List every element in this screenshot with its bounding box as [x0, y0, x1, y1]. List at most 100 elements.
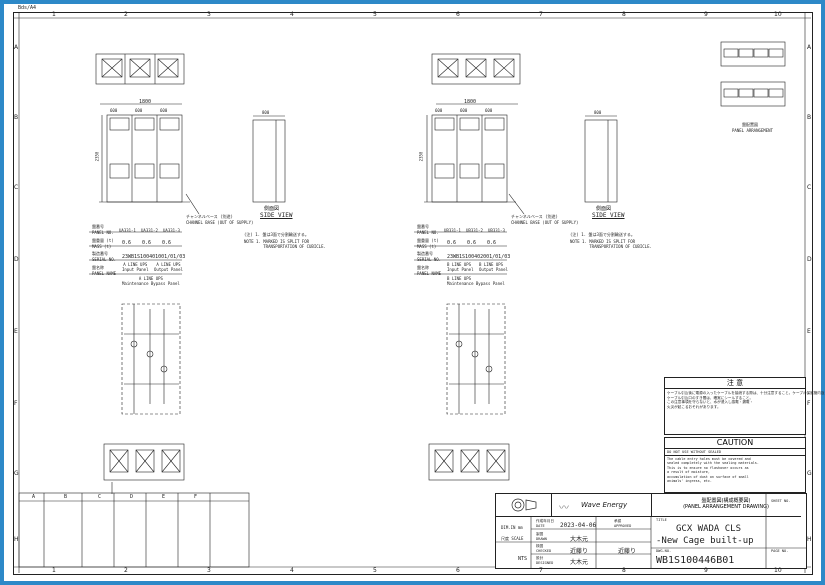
row-letter-left: G [14, 470, 19, 477]
row-letter-right: F [807, 400, 811, 407]
right-dim-total: 1800 [464, 99, 477, 105]
sheet-border [13, 12, 813, 575]
left-serial-label: 製造番号 SERIAL NO. [92, 251, 117, 262]
title-jp: 盤配置図(構成概要図) [701, 498, 751, 504]
left-note-en: NOTE 1. MARKED IS SPLIT FOR TRANSPORTATI… [244, 239, 326, 249]
drawing-sheet: Bds/A4 [4, 4, 825, 581]
column-number-bot: 4 [290, 567, 294, 574]
drawing-lines [13, 12, 811, 573]
left-name-2: A LINE UPS Output Panel [154, 262, 183, 272]
column-number-top: 10 [774, 11, 782, 18]
right-dim-part-2: 600 [460, 108, 468, 113]
right-mass-3: 0.6 [487, 240, 497, 246]
column-number-top: 5 [373, 11, 377, 18]
approved-label: 承認 APPROVED [614, 519, 632, 528]
row-letter-left: C [14, 184, 19, 191]
row-letter-left: B [14, 114, 19, 121]
drawn-value: 大木元 [570, 536, 589, 543]
caution-jp-box: 注 意 ケーブル引込後に電源の入ったケーブルを接続する際は、十分注意すること。ケ… [664, 377, 825, 435]
right-name-label: 盤名称 PANEL NAME [417, 265, 442, 276]
scale-label: 尺度 SCALE [501, 536, 524, 541]
column-number-bot: 3 [207, 567, 211, 574]
company-logo-cell: 〰 Wave Energy [551, 494, 652, 517]
revision-column-letter: A [32, 494, 36, 500]
column-number-top: 8 [622, 11, 626, 18]
right-bypass: B LINE UPS Maintenance Bypass Panel [447, 276, 505, 286]
row-letter-right: E [807, 328, 811, 335]
project-subtitle: -New Cage built-up [656, 536, 754, 546]
left-side-depth: 800 [262, 110, 270, 115]
row-letter-left: E [14, 328, 18, 335]
left-panel-1: UA331-1 [119, 228, 136, 233]
column-number-top: 4 [290, 11, 294, 18]
caution-en-title: CAUTION [665, 438, 805, 449]
right-mass-1: 0.6 [447, 240, 457, 246]
right-serial-label: 製造番号 SERIAL NO. [417, 251, 442, 262]
column-number-bot: 8 [622, 567, 626, 574]
sheet-size-label: Bds/A4 [18, 5, 37, 11]
right-side-view-jp: 側面図 [596, 206, 612, 212]
designed-label: 設計 DESIGNED [536, 556, 554, 565]
column-number-top: 1 [52, 11, 56, 18]
left-bypass: A LINE UPS Maintenance Bypass Panel [122, 276, 180, 286]
revision-column-letter: C [98, 494, 102, 500]
row-letter-left: D [14, 256, 19, 263]
row-letter-right: A [807, 44, 812, 51]
row-letter-left: A [14, 44, 19, 51]
caution-en-text: The cable entry holes must be covered an… [667, 457, 759, 484]
left-mass-3: 0.6 [162, 240, 172, 246]
checked-label: 検図 CHECKED [536, 544, 552, 553]
left-mass-2: 0.6 [142, 240, 152, 246]
projection-symbol [496, 494, 552, 517]
dim-label: DIM.IN mm [501, 525, 523, 530]
right-panel-1: UB331-1 [444, 228, 461, 233]
left-note-jp: (注) 1. 盤は3面で分割輸送する。 [244, 232, 309, 237]
column-number-top: 9 [704, 11, 708, 18]
column-number-top: 3 [207, 11, 211, 18]
left-side-view-en: SIDE VIEW [260, 212, 293, 219]
right-note-jp: (注) 1. 盤は3面で分割輸送する。 [570, 232, 635, 237]
row-letter-right: H [807, 536, 812, 543]
left-name-1: A LINE UPS Input Panel [122, 262, 149, 272]
column-number-bot: 9 [704, 567, 708, 574]
left-serial: 23WB1S100401001/01/03 [122, 254, 186, 260]
approved-value: 近藤り [618, 548, 637, 555]
revision-column-letter: E [162, 494, 166, 500]
arrangement-title-jp: 盤配置図 [742, 122, 758, 127]
left-dim-part-3: 600 [160, 108, 168, 113]
dwg-no-label: DWG.NO. [656, 549, 672, 553]
column-number-top: 6 [456, 11, 460, 18]
column-number-bot: 5 [373, 567, 377, 574]
company-name: Wave Energy [581, 501, 628, 509]
title-block: 〰 Wave Energy 盤配置図(構成概要図) (PANEL ARRANGE… [495, 493, 807, 569]
page-no-label: PAGE NO. [771, 549, 789, 553]
right-note-en: NOTE 1. MARKED IS SPLIT FOR TRANSPORTATI… [570, 239, 652, 249]
left-name-label: 盤名称 PANEL NAME [92, 265, 117, 276]
left-channel-base: チャンネルベース (別途) CHANNEL BASE (OUT OF SUPPL… [186, 214, 254, 225]
revision-column-letter: D [130, 494, 134, 500]
row-letter-left: H [14, 536, 19, 543]
column-number-top: 2 [124, 11, 128, 18]
right-dim-part-1: 600 [435, 108, 443, 113]
revision-column-letter: B [64, 494, 68, 500]
column-number-bot: 2 [124, 567, 128, 574]
title-en: (PANEL ARRANGEMENT DRAWING) [683, 504, 769, 510]
right-panel-2: UB331-2 [466, 228, 483, 233]
title-block-grid [496, 494, 806, 568]
wave-logo-icon: 〰 [559, 503, 569, 514]
caution-en-subtitle: DO NOT USE WITHOUT SEALED [665, 449, 805, 456]
caution-en-box: CAUTION DO NOT USE WITHOUT SEALED The ca… [664, 437, 806, 493]
left-dim-part-2: 600 [135, 108, 143, 113]
column-number-bot: 10 [774, 567, 782, 574]
row-letter-right: G [807, 470, 812, 477]
revision-column-letter: F [194, 494, 198, 500]
date-label: 作成年月日 DATE [536, 519, 554, 528]
date-value: 2023-04-06 [560, 522, 597, 529]
column-number-bot: 6 [456, 567, 460, 574]
drawn-label: 製図 DRAWN [536, 532, 547, 541]
right-panel-3: UB331-3 [488, 228, 505, 233]
right-serial: 23WB1S100402001/01/03 [447, 254, 511, 260]
arrangement-title-en: PANEL ARRANGEMENT [732, 128, 773, 133]
left-panel-2: UA331-2 [141, 228, 158, 233]
dwg-no: WB1S100446B01 [656, 555, 735, 566]
